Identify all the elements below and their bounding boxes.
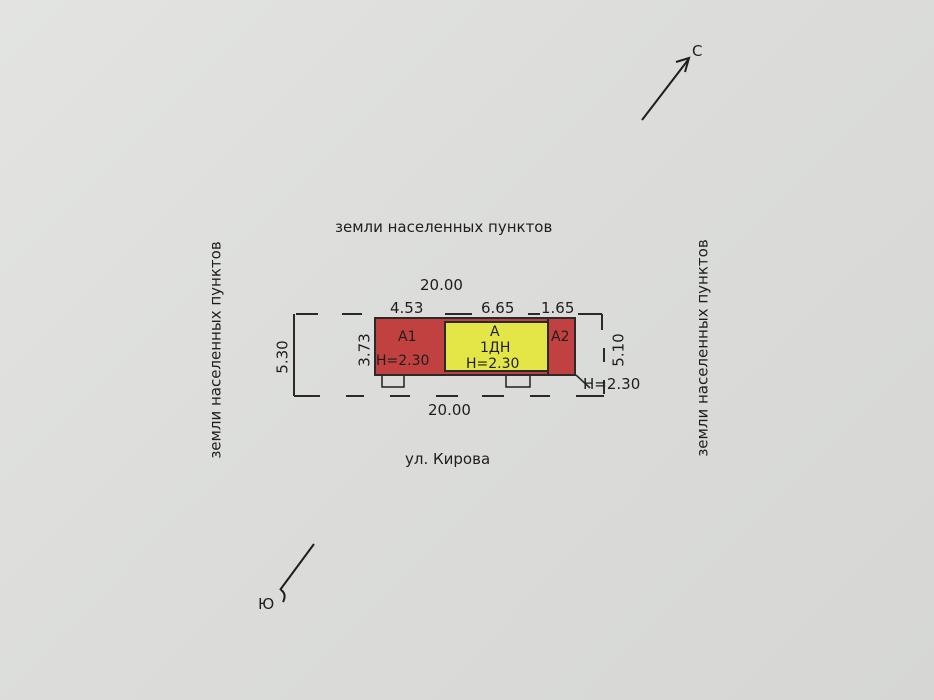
- dim-height-a2: H=2.30: [583, 375, 641, 393]
- north-arrow-icon: [641, 56, 691, 121]
- dim-bottom-total: 20.00: [428, 401, 471, 419]
- room-a1-height: H=2.30: [376, 353, 430, 369]
- porch-left: [381, 374, 405, 388]
- south-mark-icon: [279, 543, 315, 603]
- dim-seg-a2: 1.65: [541, 299, 575, 317]
- room-a-height: H=2.30: [466, 356, 520, 372]
- plot-boundary: [293, 313, 605, 397]
- land-label-left: земли населенных пунктов: [206, 241, 225, 459]
- room-a2-name: А2: [551, 329, 570, 345]
- dim-seg-a1: 4.53: [390, 299, 424, 317]
- building: [374, 317, 576, 388]
- dim-seg-a: 6.65: [481, 299, 515, 317]
- room-a-name: А: [490, 324, 500, 340]
- dim-left-outer: 5.30: [273, 340, 292, 374]
- dim-right-outer: 5.10: [609, 333, 628, 367]
- south-label: Ю: [258, 595, 275, 613]
- land-label-right: земли населенных пунктов: [693, 239, 712, 457]
- north-label: С: [692, 42, 703, 60]
- room-a-fill: [444, 321, 549, 372]
- street-label: ул. Кирова: [405, 450, 491, 468]
- porch-right: [505, 374, 531, 388]
- room-a1-name: А1: [398, 329, 417, 345]
- dim-top-total: 20.00: [420, 276, 463, 294]
- land-label-top: земли населенных пунктов: [335, 218, 553, 236]
- dim-left-inner: 3.73: [355, 333, 374, 367]
- room-a-type: 1ДН: [480, 340, 511, 356]
